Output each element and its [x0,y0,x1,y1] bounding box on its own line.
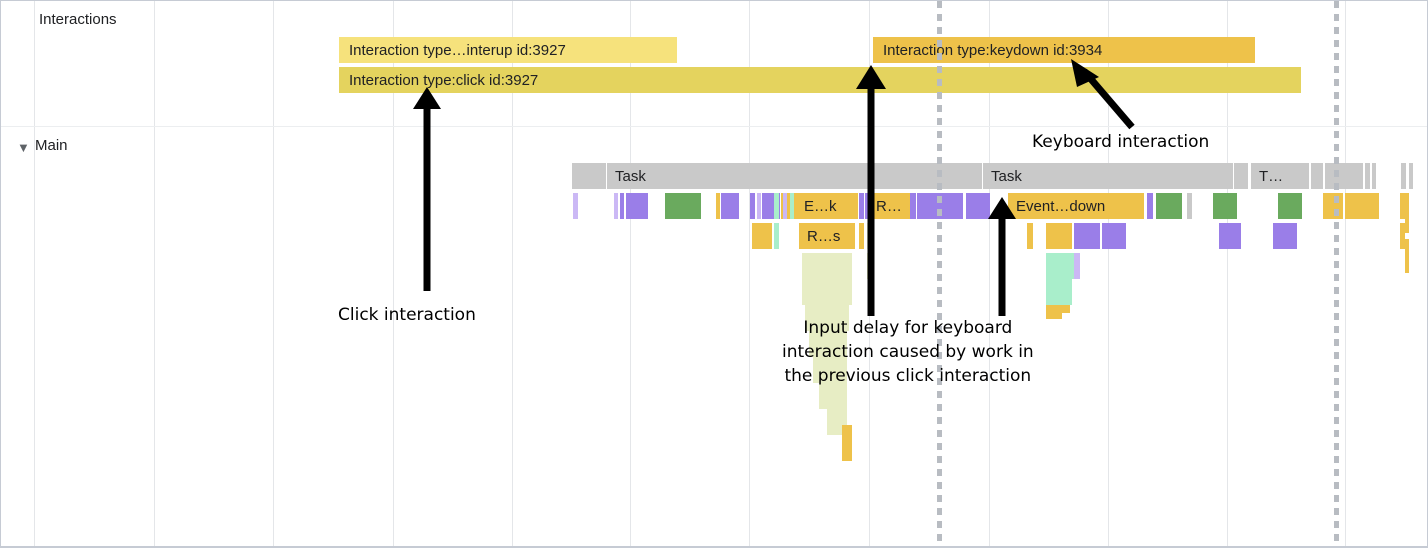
flame-block-orange[interactable] [1400,223,1405,249]
dotted-time-marker-1 [1334,1,1339,547]
flame-task-segment[interactable] [1409,163,1413,189]
flame-block-orange[interactable] [842,425,852,461]
track-divider-1 [1,126,1427,127]
flame-block-purple[interactable] [1147,193,1153,219]
gridline-11 [1345,1,1346,547]
flame-block-purple[interactable] [966,193,990,219]
flame-task-segment[interactable] [1401,163,1406,189]
flame-block-purple[interactable] [614,193,618,219]
gridline-9 [1108,1,1109,547]
flame-task-bar-2[interactable]: Task [983,163,1233,189]
flame-block-green[interactable] [1213,193,1237,219]
flame-task-bar-1[interactable]: Task [607,163,871,189]
flame-block-pale[interactable] [867,223,874,249]
flame-block-pale[interactable] [802,253,852,279]
flame-block-purple[interactable] [750,193,755,219]
flame-block-purple[interactable] [573,193,578,219]
flame-event-block-1[interactable]: E…k [796,193,858,219]
flame-block-orange[interactable] [1027,223,1033,249]
flame-block-pale[interactable] [805,305,849,331]
flame-block-purple[interactable] [1074,253,1080,279]
flame-block-purple[interactable] [783,193,787,219]
flame-task-segment[interactable] [1311,163,1323,189]
flame-block-purple[interactable] [910,193,916,219]
flame-block-orange[interactable] [1323,193,1343,219]
flame-event-block-2[interactable]: R…s [799,223,855,249]
triangle-down-icon[interactable]: ▼ [17,140,30,155]
flame-block-purple[interactable] [865,193,869,219]
flame-block-orange[interactable] [1046,223,1072,249]
flame-block-purple[interactable] [626,193,648,219]
interaction-bar-1[interactable]: Interaction type:keydown id:3934 [873,37,1255,63]
flame-block-orange[interactable] [1345,193,1379,219]
gridline-6 [749,1,750,547]
flame-block-pale[interactable] [819,383,847,409]
flame-block-purple[interactable] [757,193,761,219]
gridline-0 [34,1,35,547]
flame-block-orange[interactable] [1400,193,1405,219]
flame-task-segment[interactable] [572,163,606,189]
flame-task-segment[interactable] [1365,163,1370,189]
flame-block-mint[interactable] [790,193,794,219]
flame-block-pale[interactable] [813,357,847,383]
flame-block-mint[interactable] [1046,279,1072,305]
gridline-3 [393,1,394,547]
flame-block-purple[interactable] [1102,223,1126,249]
flame-block-purple[interactable] [1219,223,1241,249]
flame-block-purple[interactable] [1273,223,1297,249]
flame-event-block-4[interactable]: R… [868,193,910,219]
flame-block-mint[interactable] [774,193,779,219]
flame-block-orange[interactable] [859,223,864,249]
flame-event-block-3[interactable]: Event…down [1008,193,1144,219]
track-label-interactions[interactable]: Interactions [39,11,117,28]
flame-block-mint[interactable] [1046,253,1074,279]
flame-block-orange[interactable] [1405,193,1409,233]
flame-block-mint[interactable] [774,223,779,249]
flame-block-green[interactable] [1156,193,1182,219]
flame-block-gray[interactable] [1187,193,1192,219]
flame-block-pale[interactable] [867,253,873,279]
flame-block-pale[interactable] [802,279,852,305]
flame-block-orange[interactable] [752,223,772,249]
flame-task-segment[interactable] [872,163,982,189]
dotted-time-marker-0 [937,1,942,547]
gridline-4 [512,1,513,547]
interaction-bar-0[interactable]: Interaction type…interup id:3927 [339,37,677,63]
flame-block-purple[interactable] [721,193,739,219]
flame-block-purple[interactable] [1074,223,1100,249]
flame-block-green[interactable] [665,193,701,219]
gridline-5 [630,1,631,547]
flame-block-orange[interactable] [1046,305,1062,319]
flame-task-segment[interactable] [1234,163,1248,189]
flame-block-green[interactable] [1278,193,1302,219]
arrow-to-click-bar-icon [413,87,441,291]
gridline-8 [989,1,990,547]
keyboard-interaction-annotation: Keyboard interaction [1032,132,1210,152]
flame-block-purple[interactable] [859,193,864,219]
track-label-main[interactable]: Main [35,137,68,154]
flame-task-segment[interactable] [1325,163,1363,189]
input-delay-annotation: Input delay for keyboard interaction cau… [782,318,1034,387]
flame-block-orange[interactable] [716,193,720,219]
flame-task-bar-3[interactable]: T… [1251,163,1309,189]
gridline-1 [154,1,155,547]
flame-block-orange[interactable] [1062,305,1070,313]
flame-task-segment[interactable] [1372,163,1376,189]
gridline-10 [1227,1,1228,547]
flame-block-orange[interactable] [1405,239,1409,273]
bottom-border [1,546,1427,547]
flame-block-pale[interactable] [809,331,847,357]
click-interaction-annotation: Click interaction [338,305,476,325]
flame-block-purple[interactable] [620,193,624,219]
gridline-2 [273,1,274,547]
